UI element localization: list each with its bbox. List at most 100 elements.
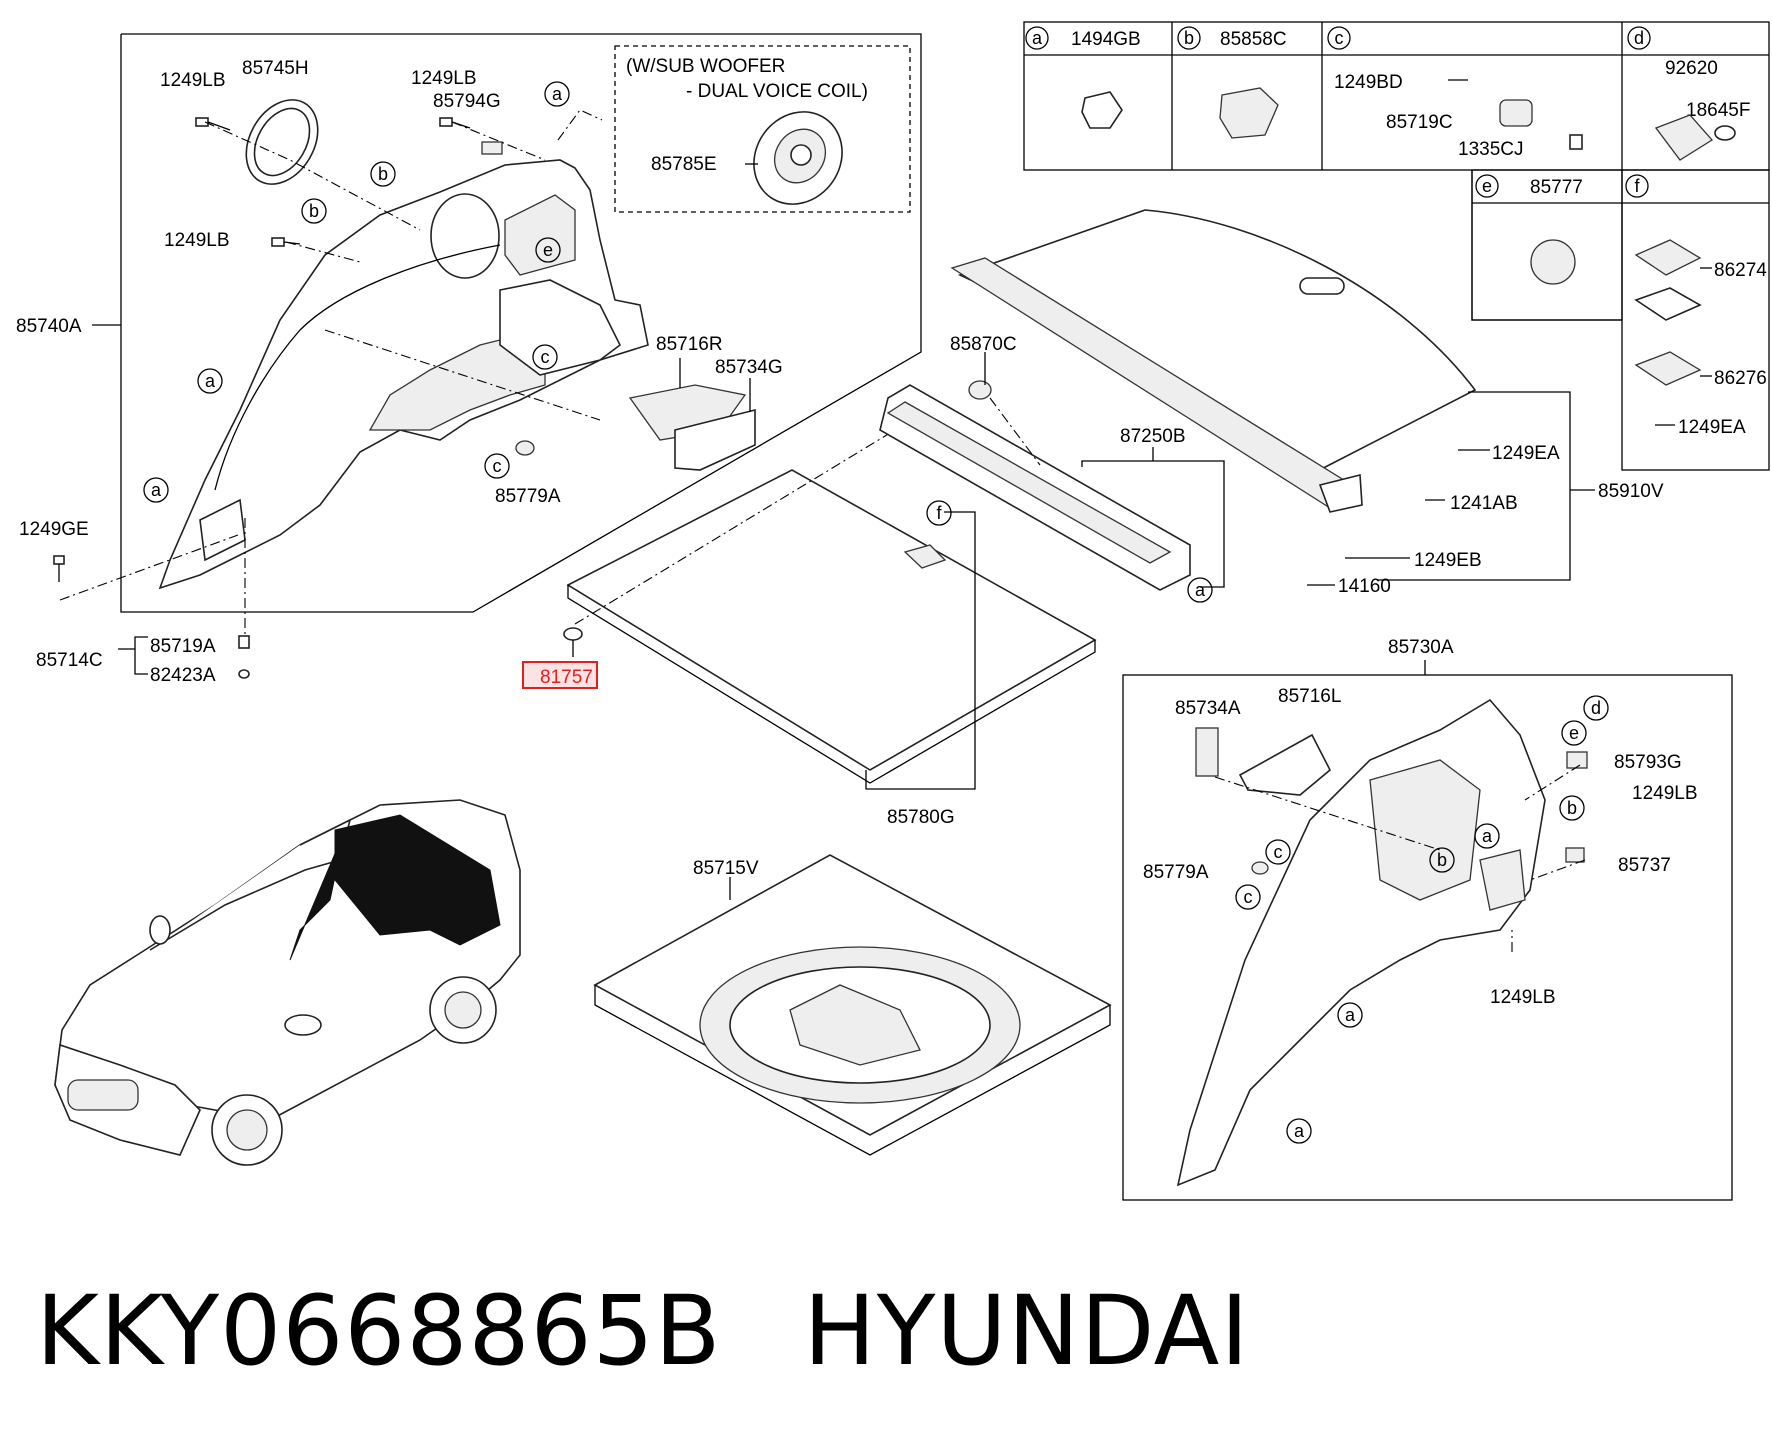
legend-part-85777: 85777 (1530, 177, 1583, 198)
label-85779A-r: 85779A (1143, 862, 1209, 883)
svg-text:c: c (493, 456, 502, 476)
label-85716R: 85716R (656, 334, 723, 355)
cap-85779A-r (1251, 861, 1269, 875)
clip-81757 (563, 627, 583, 657)
legend-part-18645F: 18645F (1686, 100, 1750, 121)
label-85734G: 85734G (715, 357, 783, 378)
callout-c-2: c (484, 453, 510, 479)
legend-f: f 86274 86276 1249EA (1625, 174, 1767, 438)
callout-a-7: a (1286, 1118, 1312, 1144)
svg-text:a: a (1294, 1121, 1305, 1141)
svg-text:a: a (1345, 1005, 1356, 1025)
callout-a-2: a (197, 368, 223, 394)
label-85719A: 85719A (150, 636, 216, 657)
callout-c-4: c (1235, 884, 1261, 910)
legend-part-1249BD: 1249BD (1334, 72, 1403, 93)
legend-part-92620: 92620 (1665, 58, 1718, 79)
pad-85734A (1195, 727, 1219, 777)
screw-1249LB-top-left (195, 117, 231, 131)
svg-text:c: c (1274, 842, 1283, 862)
label-85870C: 85870C (950, 334, 1017, 355)
legend-letter-d: d (1634, 28, 1644, 48)
label-85740A: 85740A (16, 316, 82, 337)
label-1249LB-r1: 1249LB (1632, 783, 1698, 804)
legend-part-86276: 86276 (1714, 368, 1767, 389)
clip-85858C (1219, 87, 1279, 139)
right-assembly-title: 85730A (1388, 637, 1454, 658)
callout-d-1: d (1583, 695, 1609, 721)
callout-c-1: c (532, 344, 558, 370)
callout-c-3: c (1265, 839, 1291, 865)
left-trim-assembly: (W/SUB WOOFER - DUAL VOICE COIL) 85785E (59, 33, 922, 645)
label-85793G: 85793G (1614, 752, 1682, 773)
legend-part-85719C: 85719C (1386, 112, 1453, 133)
lamp-92620 (1654, 114, 1713, 161)
svg-text:a: a (205, 371, 216, 391)
label-85780G: 85780G (887, 807, 955, 828)
svg-text:c: c (1244, 887, 1253, 907)
svg-text:f: f (936, 503, 942, 523)
label-85715V: 85715V (693, 858, 759, 879)
label-85794G: 85794G (433, 91, 501, 112)
label-85734A: 85734A (1175, 698, 1241, 719)
svg-text:a: a (151, 480, 162, 500)
cap-85779A (515, 440, 535, 456)
clip-85737 (1565, 847, 1585, 863)
legend-letter-e: e (1482, 176, 1492, 196)
legend-letter-b: b (1184, 28, 1194, 48)
clip-85794G (481, 141, 503, 155)
nut-1335CJ (1569, 134, 1583, 150)
legend-d: d 92620 18645F (1627, 26, 1750, 161)
svg-text:a: a (1482, 826, 1493, 846)
label-85737: 85737 (1618, 855, 1671, 876)
legend-part-1249EA: 1249EA (1678, 417, 1746, 438)
clip-1494GB (1081, 91, 1123, 129)
screw-1249GE (53, 555, 65, 582)
highlight-81757 (522, 661, 598, 689)
svg-text:a: a (1195, 580, 1206, 600)
label-85785E: 85785E (651, 154, 717, 175)
callout-b-4: b (1429, 847, 1455, 873)
label-1249LB-b: 1249LB (411, 68, 477, 89)
svg-text:b: b (378, 164, 388, 184)
sub-woofer-note-line1: (W/SUB WOOFER (626, 56, 785, 77)
label-1249LB-a: 1249LB (160, 70, 226, 91)
part-85716L (1238, 733, 1332, 796)
handle-frame (1634, 287, 1702, 321)
svg-text:b: b (1437, 850, 1447, 870)
callout-b-3: b (1559, 795, 1585, 821)
label-85745H: 85745H (242, 58, 309, 79)
underfloor-tray-85715V (593, 854, 1112, 1156)
legend-letter-f: f (1634, 176, 1640, 196)
svg-text:a: a (552, 84, 563, 104)
speaker-85745H (245, 99, 319, 185)
legend-a: a 1494GB (1025, 26, 1141, 129)
leader-85780G (865, 511, 976, 790)
sill-trim-87250B: 87250B (879, 384, 1225, 591)
leader-85910V (1378, 391, 1571, 581)
legend-part-85858C: 85858C (1220, 29, 1287, 50)
callout-e-2: e (1561, 720, 1587, 746)
sub-woofer-speaker (753, 111, 843, 205)
svg-text:b: b (1567, 798, 1577, 818)
svg-text:b: b (309, 201, 319, 221)
callout-a-4: a (1187, 577, 1213, 603)
label-1249LB-c: 1249LB (164, 230, 230, 251)
callout-a-1: a (544, 81, 570, 107)
label-1249EB: 1249EB (1414, 550, 1482, 571)
hook-85719C (1499, 99, 1533, 127)
legend-letter-c: c (1335, 28, 1344, 48)
label-1249GE: 1249GE (19, 519, 89, 540)
label-85910V: 85910V (1598, 481, 1664, 502)
tonneau-cover-85910V (950, 209, 1477, 513)
legend-c: c 1249BD 85719C 1335CJ (1327, 26, 1583, 160)
legend-part-86274: 86274 (1714, 260, 1767, 281)
label-1241AB: 1241AB (1450, 493, 1518, 514)
label-1249EA-a: 1249EA (1492, 443, 1560, 464)
part-85716R-85734G (628, 384, 756, 471)
legend-b: b 85858C (1177, 26, 1287, 139)
callout-a-6: a (1337, 1002, 1363, 1028)
legend-part-1335CJ: 1335CJ (1458, 139, 1524, 160)
callout-b-2: b (301, 198, 327, 224)
